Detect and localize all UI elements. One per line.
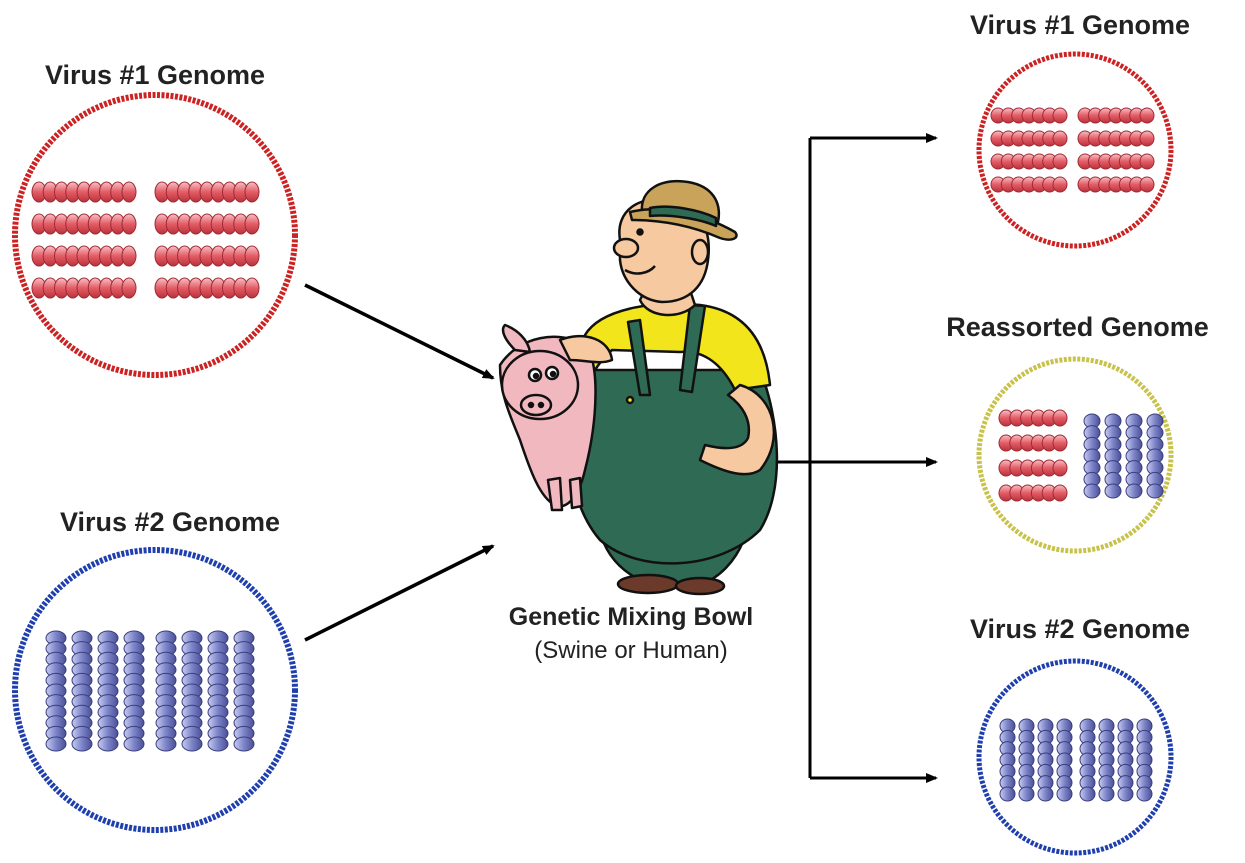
red-coil-segment-icon [1077,107,1155,124]
red-coil-segment-icon [154,277,260,299]
blue-coil-segment-icon [97,630,119,752]
input-virus1-label: Virus #1 Genome [44,60,266,90]
arrow-virus2-to-host [304,544,495,642]
blue-coil-segment-icon [123,630,145,752]
input-virus2-label: Virus #2 Genome [59,507,281,537]
red-coil-segment-icon [998,459,1068,477]
blue-coil-segment-icon [999,718,1016,802]
red-coil-segment-icon [998,434,1068,452]
blue-coil-segment-icon [1098,718,1115,802]
blue-coil-segment-icon [207,630,229,752]
host-title: Genetic Mixing Bowl [508,603,754,631]
output-virus2-circle [976,658,1174,856]
blue-coil-segment-icon [1117,718,1134,802]
red-coil-segment-icon [154,213,260,235]
red-coil-segment-icon [1077,153,1155,170]
red-coil-segment-icon [31,245,137,267]
output-reassorted-label: Reassorted Genome [946,312,1209,342]
blue-coil-segment-icon [181,630,203,752]
red-coil-segment-icon [990,153,1068,170]
red-coil-segment-icon [990,130,1068,147]
red-coil-segment-icon [31,277,137,299]
red-coil-segment-icon [990,176,1068,193]
output-bracket [778,133,938,783]
blue-coil-segment-icon [1083,413,1101,499]
blue-coil-segment-icon [1146,413,1164,499]
blue-coil-segment-icon [1056,718,1073,802]
output-reassorted-circle [976,356,1174,554]
red-coil-segment-icon [1077,130,1155,147]
input-virus1-circle [12,92,298,378]
blue-coil-segment-icon [155,630,177,752]
output-virus1-label: Virus #1 Genome [969,10,1191,40]
blue-coil-segment-icon [1018,718,1035,802]
blue-coil-segment-icon [233,630,255,752]
red-coil-segment-icon [1077,176,1155,193]
blue-coil-segment-icon [1037,718,1054,802]
red-coil-segment-icon [998,484,1068,502]
red-coil-segment-icon [998,409,1068,427]
red-coil-segment-icon [154,181,260,203]
blue-coil-segment-icon [1079,718,1096,802]
input-virus2-circle [12,547,298,833]
host-subtitle: (Swine or Human) [534,637,728,664]
farmer-holding-pig-icon [498,180,779,596]
red-coil-segment-icon [990,107,1068,124]
red-coil-segment-icon [154,245,260,267]
blue-coil-segment-icon [71,630,93,752]
output-virus1-circle [976,51,1174,249]
blue-coil-segment-icon [1125,413,1143,499]
blue-coil-segment-icon [1136,718,1153,802]
output-virus2-label: Virus #2 Genome [969,614,1191,644]
red-coil-segment-icon [31,181,137,203]
blue-coil-segment-icon [1104,413,1122,499]
blue-coil-segment-icon [45,630,67,752]
red-coil-segment-icon [31,213,137,235]
arrow-virus1-to-host [304,283,495,380]
